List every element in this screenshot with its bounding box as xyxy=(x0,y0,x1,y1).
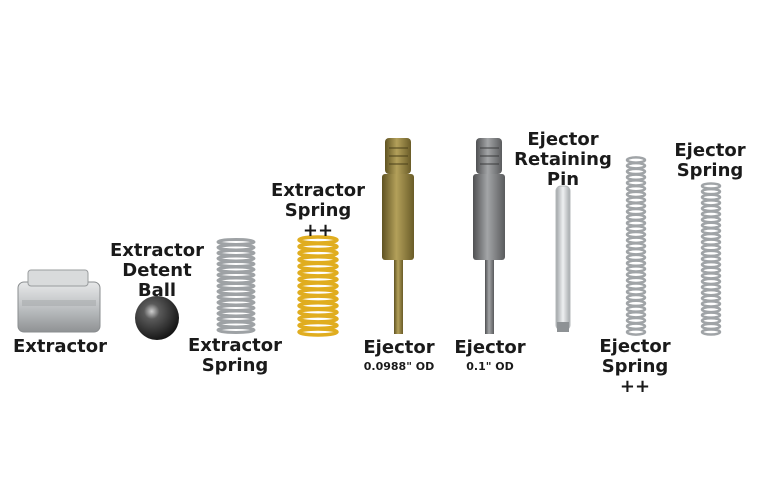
spring-coil xyxy=(625,288,647,296)
extractor-spring-pp-part xyxy=(297,235,339,337)
spring-coil xyxy=(700,204,722,213)
spring-coil xyxy=(700,221,722,230)
detent-ball-label: Extractor Detent Ball xyxy=(109,240,205,301)
spring-coil xyxy=(700,243,722,252)
ejector-2-size: 0.1" OD xyxy=(466,360,514,373)
spring-coil xyxy=(625,219,647,227)
spring-coil xyxy=(700,255,722,263)
spring-coil xyxy=(700,305,722,314)
extractor-label: Extractor xyxy=(12,336,108,357)
spring-coil xyxy=(625,316,647,325)
spring-coil xyxy=(625,259,647,268)
spring-coil xyxy=(625,184,647,193)
extractor-part xyxy=(17,269,101,333)
spring-coil xyxy=(700,193,722,202)
detent-ball-part xyxy=(135,296,179,340)
spring-coil xyxy=(700,260,722,269)
spring-coil xyxy=(625,242,647,250)
ejector-2-label: Ejector xyxy=(454,337,526,358)
retaining-pin-part xyxy=(555,185,571,332)
extractor-spring-part xyxy=(216,238,256,334)
spring-coil xyxy=(700,232,722,241)
retaining-pin-label: Ejector Retaining Pin xyxy=(514,129,612,190)
spring-coil xyxy=(700,182,722,190)
spring-coil xyxy=(700,277,722,286)
spring-coil xyxy=(625,276,647,285)
spring-coil xyxy=(625,293,647,302)
spring-coil xyxy=(700,187,722,196)
spring-coil xyxy=(700,311,722,319)
spring-coil xyxy=(625,213,647,222)
spring-coil xyxy=(700,199,722,207)
ejector-1-size: 0.0988" OD xyxy=(363,360,435,373)
spring-coil xyxy=(700,322,722,331)
spring-coil xyxy=(625,265,647,273)
spring-coil xyxy=(625,305,647,313)
spring-coil xyxy=(700,272,722,280)
spring-coil xyxy=(625,247,647,256)
spring-coil xyxy=(700,249,722,258)
spring-coil xyxy=(700,227,722,235)
ejector-brass-part xyxy=(382,138,414,334)
spring-coil xyxy=(625,322,647,331)
spring-coil xyxy=(625,270,647,279)
spring-coil xyxy=(625,190,647,199)
spring-coil xyxy=(625,328,647,336)
spring-coil xyxy=(700,288,722,297)
spring-coil xyxy=(625,310,647,319)
spring-coil xyxy=(625,224,647,233)
spring-coil xyxy=(700,215,722,224)
spring-coil xyxy=(700,266,722,275)
extractor-spring-pp-label: Extractor Spring ++ xyxy=(270,180,366,241)
spring-coil xyxy=(625,299,647,308)
spring-coil xyxy=(297,327,339,337)
spring-coil xyxy=(700,210,722,218)
spring-coil xyxy=(625,282,647,290)
spring-coil xyxy=(700,316,722,325)
spring-coil xyxy=(700,294,722,303)
spring-coil xyxy=(700,328,722,336)
spring-coil xyxy=(625,167,647,176)
spring-coil xyxy=(625,202,647,210)
spring-coil xyxy=(625,236,647,245)
ejector-spring-pp-label: Ejector Spring ++ xyxy=(599,336,671,397)
spring-coil xyxy=(625,173,647,182)
spring-coil xyxy=(625,196,647,204)
ejector-spring-part xyxy=(700,182,722,336)
ejector-steel-part xyxy=(473,138,505,334)
ejector-spring-label: Ejector Spring xyxy=(674,140,746,181)
spring-coil xyxy=(625,156,647,164)
spring-coil xyxy=(625,230,647,239)
spring-coil xyxy=(216,326,256,334)
spring-coil xyxy=(625,161,647,170)
spring-coil xyxy=(700,300,722,308)
spring-coil xyxy=(625,253,647,262)
spring-coil xyxy=(625,179,647,187)
ejector-spring-pp-part xyxy=(625,156,647,336)
extractor-spring-label: Extractor Spring xyxy=(187,335,283,376)
spring-coil xyxy=(625,207,647,216)
ejector-1-label: Ejector xyxy=(363,337,435,358)
spring-coil xyxy=(700,283,722,291)
spring-coil xyxy=(700,238,722,246)
